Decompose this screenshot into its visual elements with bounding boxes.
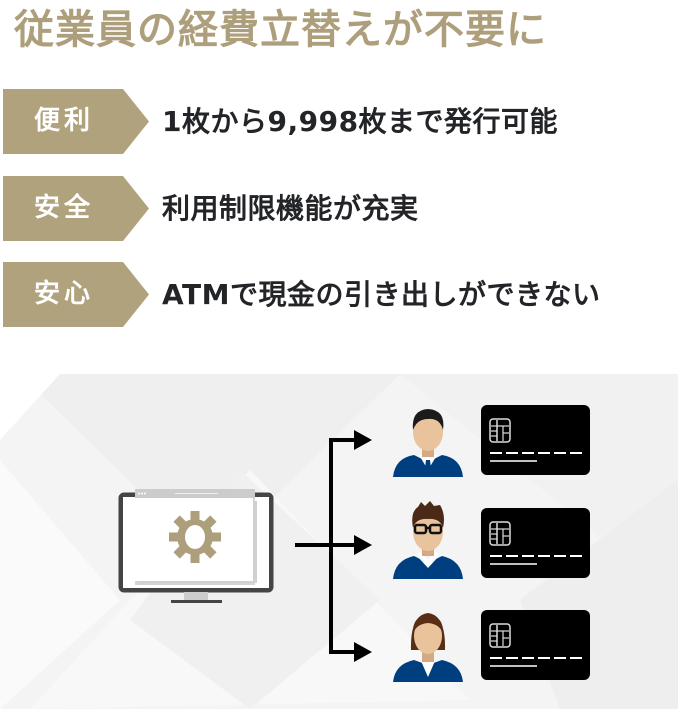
feature-badge — [3, 262, 149, 327]
credit-card-icon — [481, 508, 590, 578]
female-employee-icon — [393, 613, 463, 682]
illustration-canvas — [0, 374, 678, 709]
feature-badge-label: 安全 — [33, 193, 94, 223]
feature-badge — [3, 176, 149, 241]
credit-card-icon — [481, 610, 590, 680]
male-employee-with-glasses-icon — [393, 501, 463, 579]
male-employee-with-tie-icon — [393, 409, 463, 477]
feature-text: 利用制限機能が充実 — [162, 192, 419, 225]
credit-card-icon — [481, 405, 590, 475]
feature-badge-label: 安心 — [33, 279, 94, 309]
feature-badge — [3, 89, 149, 154]
monitor-icon — [118, 489, 274, 603]
feature-text: ATMで現金の引き出しができない — [162, 278, 601, 311]
gear-icon — [169, 511, 221, 563]
arrow-heads — [354, 430, 372, 662]
feature-row-security: 安心 ATMで現金の引き出しができない — [3, 262, 663, 327]
page-title: 従業員の経費立替えが不要に — [14, 7, 547, 53]
distribution-arrows — [295, 438, 356, 654]
feature-badge-label: 便利 — [33, 106, 94, 136]
feature-row-safety: 安全 利用制限機能が充実 — [3, 176, 663, 241]
feature-text: 1枚から9,998枚まで発行可能 — [162, 105, 559, 138]
card-distribution-illustration — [0, 374, 678, 709]
feature-row-convenience: 便利 1枚から9,998枚まで発行可能 — [3, 89, 663, 154]
